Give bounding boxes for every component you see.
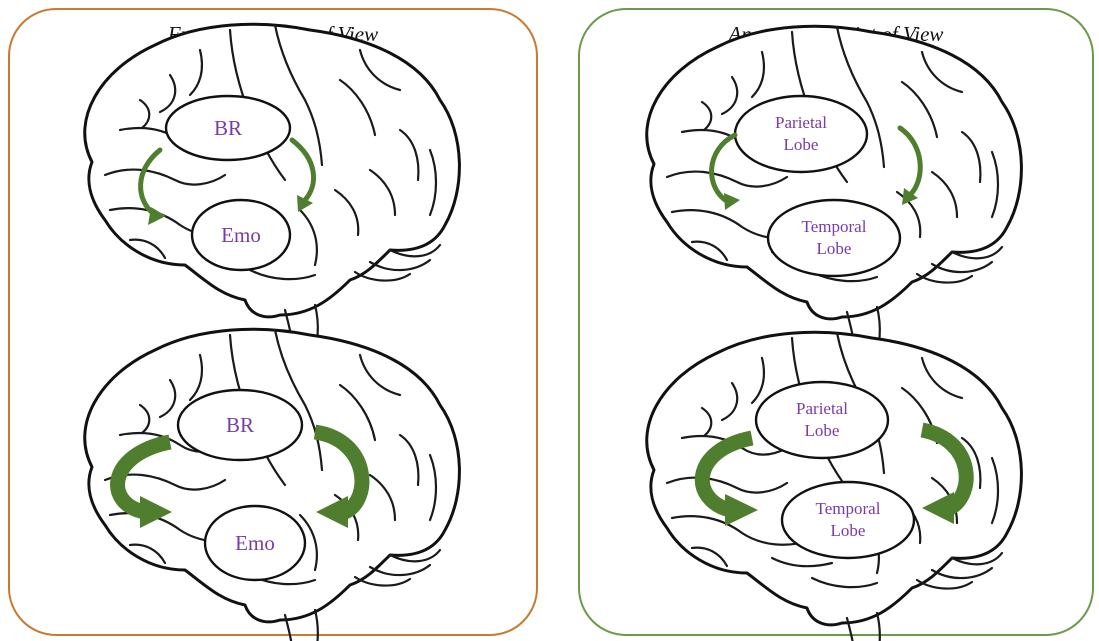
label-br-top: BR — [214, 116, 242, 140]
label-emo-top: Emo — [221, 223, 261, 247]
region-parietal-top — [735, 96, 867, 172]
label-parietal-top-1: Parietal — [775, 113, 827, 132]
label-parietal-bottom-2: Lobe — [805, 421, 840, 440]
label-temporal-bottom-2: Lobe — [831, 521, 866, 540]
label-br-bottom: BR — [226, 413, 254, 437]
label-emo-bottom: Emo — [235, 531, 275, 555]
brain-functional-bottom — [85, 329, 460, 641]
brain-anatomical-top — [647, 26, 1022, 362]
region-temporal-bottom — [782, 482, 914, 558]
label-parietal-top-2: Lobe — [784, 135, 819, 154]
label-temporal-top-1: Temporal — [802, 217, 867, 236]
label-temporal-bottom-1: Temporal — [816, 499, 881, 518]
label-temporal-top-2: Lobe — [817, 239, 852, 258]
region-parietal-bottom — [756, 382, 888, 458]
region-temporal-top — [768, 200, 900, 276]
label-parietal-bottom-1: Parietal — [796, 399, 848, 418]
